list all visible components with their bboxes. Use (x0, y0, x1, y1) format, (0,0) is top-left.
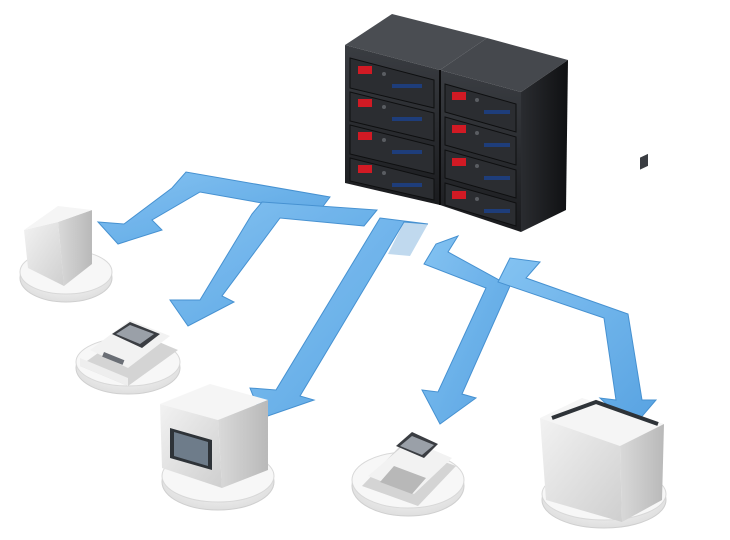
rack-right-side (521, 60, 568, 232)
rack-left-top (345, 14, 487, 70)
monitor-device-icon (24, 206, 92, 286)
arrow-to-device-2 (169, 201, 378, 327)
rack-right-top (440, 38, 568, 92)
arrow-to-device-4 (421, 235, 511, 425)
handheld-terminal-icon (80, 320, 178, 386)
arrow-to-device-1 (96, 171, 331, 245)
server-rack-icon (345, 14, 568, 232)
arrow-group (96, 171, 658, 429)
arrow-overlap-shadow (388, 222, 428, 256)
handheld-terminal-icon (362, 432, 456, 506)
device-2 (75, 320, 181, 395)
device-1 (19, 206, 113, 303)
device-3 (160, 384, 275, 511)
device-5 (540, 153, 667, 529)
rack-modules-right (444, 83, 517, 227)
rack-modules-left (349, 57, 435, 201)
device-4 (351, 432, 465, 517)
monitor-device-icon (540, 153, 664, 522)
display-cabinet-icon (160, 384, 268, 488)
